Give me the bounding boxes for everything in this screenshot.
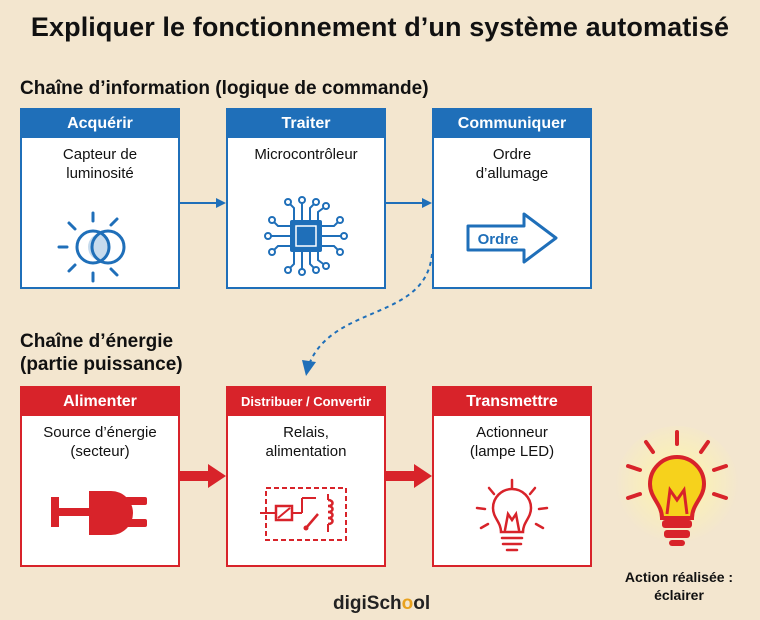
- page-title: Expliquer le fonctionnement d’un système…: [30, 12, 730, 42]
- info-chain-heading: Chaîne d’information (logique de command…: [20, 78, 429, 99]
- step-traiter-header: Traiter: [228, 110, 384, 138]
- relay-icon: [228, 484, 384, 544]
- step-acquerir-header: Acquérir: [22, 110, 178, 138]
- order-arrow-icon: Ordre: [434, 210, 590, 266]
- step-alimenter: Alimenter Source d’énergie (secteur): [20, 386, 180, 567]
- step-transmettre-text: Actionneur (lampe LED): [469, 424, 555, 460]
- step-distribuer: Distribuer / Convertir Relais, alimentat…: [226, 386, 386, 567]
- step-communiquer: Communiquer Ordre d’allumage Ordre: [432, 108, 592, 289]
- step-distribuer-header: Distribuer / Convertir: [228, 388, 384, 416]
- step-communiquer-header: Communiquer: [434, 110, 590, 138]
- digischool-logo: digiSchool: [333, 593, 431, 614]
- arrow-distribuer-transmettre: [386, 464, 432, 488]
- light-sensor-icon: [22, 205, 178, 285]
- step-communiquer-text: Ordre d’allumage: [475, 146, 549, 182]
- step-acquerir: Acquérir Capteur de luminosité: [20, 108, 180, 289]
- step-traiter-text: Microcontrôleur: [254, 146, 358, 163]
- step-traiter: Traiter Microcontrôleur: [226, 108, 386, 289]
- order-arrow-label: Ordre: [478, 231, 519, 248]
- step-alimenter-header: Alimenter: [22, 388, 178, 416]
- arrow-acquerir-traiter: [180, 198, 226, 208]
- step-transmettre: Transmettre Actionneur (lampe LED): [432, 386, 592, 567]
- dashed-link-arrow: [302, 253, 433, 376]
- step-alimenter-text: Source d’énergie (secteur): [43, 424, 157, 460]
- arrow-traiter-communiquer: [386, 198, 432, 208]
- step-transmettre-header: Transmettre: [434, 388, 590, 416]
- energy-chain-heading: Chaîne d’énergie (partie puissance): [20, 331, 183, 375]
- lit-bulb-icon: [612, 422, 742, 562]
- microchip-icon: [228, 192, 384, 280]
- led-bulb-icon: [434, 476, 590, 556]
- power-plug-icon: [22, 483, 178, 543]
- step-acquerir-text: Capteur de luminosité: [62, 146, 138, 182]
- result-caption: Action réalisée : éclairer: [624, 569, 734, 603]
- arrow-alimenter-distribuer: [180, 464, 226, 488]
- step-distribuer-text: Relais, alimentation: [265, 424, 347, 460]
